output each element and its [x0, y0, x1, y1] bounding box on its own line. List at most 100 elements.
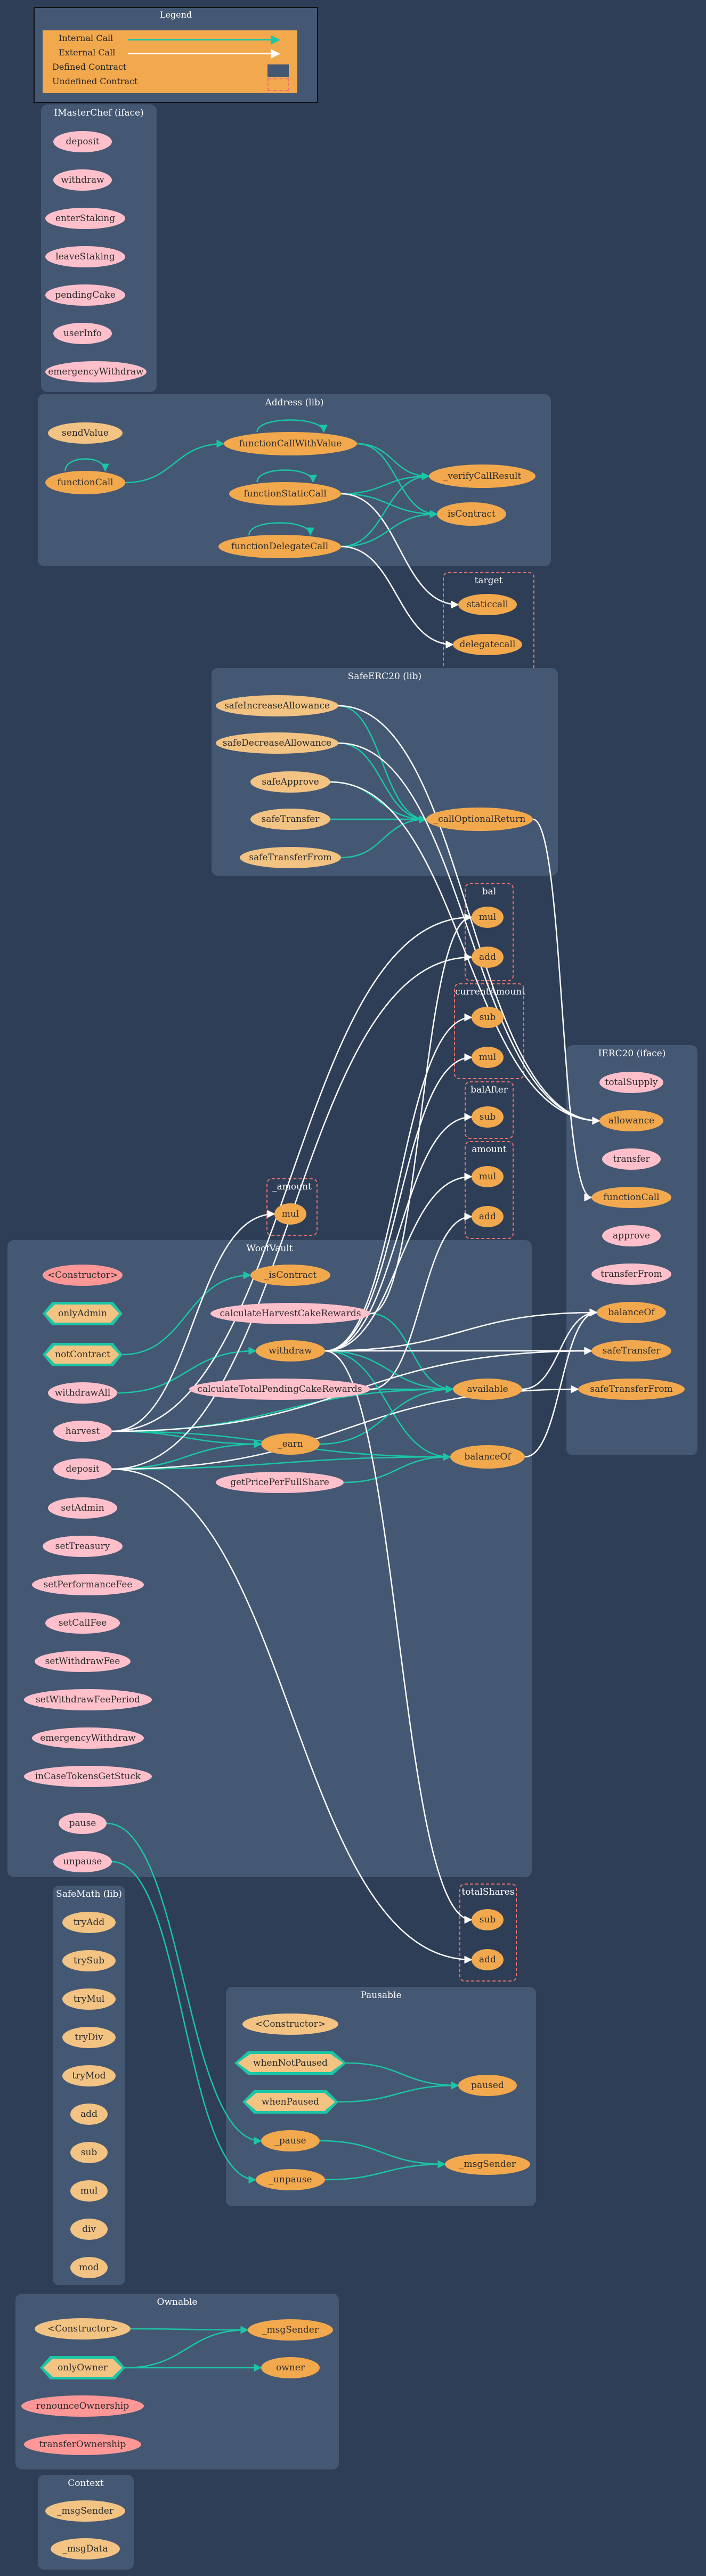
- node-wv-unpause[interactable]: unpause: [53, 1851, 112, 1872]
- node-addr-functionstaticcall[interactable]: functionStaticCall: [229, 482, 341, 506]
- node-ierc-transferfrom[interactable]: transferFrom: [591, 1263, 671, 1285]
- node-ba-sub[interactable]: sub: [472, 1106, 504, 1128]
- node-sm-trymul[interactable]: tryMul: [62, 1988, 116, 2010]
- node-wv-deposit[interactable]: deposit: [53, 1458, 112, 1480]
- node-wv-balanceof[interactable]: balanceOf: [450, 1445, 525, 1469]
- node-wv-withdrawall[interactable]: withdrawAll: [48, 1382, 117, 1404]
- node-ts-sub[interactable]: sub: [472, 1909, 504, 1930]
- node--amt-mul[interactable]: mul: [274, 1203, 306, 1225]
- node-ow-msgsender[interactable]: _msgSender: [248, 2319, 333, 2341]
- node-ow-owner[interactable]: owner: [261, 2357, 320, 2378]
- external-call-edge: [111, 1468, 473, 1964]
- node-serc-safetransferfrom[interactable]: safeTransferFrom: [240, 847, 341, 868]
- node-wv-setadmin[interactable]: setAdmin: [48, 1497, 117, 1519]
- internal-call-edge: [340, 815, 427, 859]
- node-ierc-safetransfer[interactable]: safeTransfer: [591, 1340, 671, 1362]
- node-pa-constructor[interactable]: <Constructor>: [242, 2013, 338, 2035]
- node-pa-paused[interactable]: paused: [458, 2075, 517, 2096]
- node-wv-getpriceperfullshare[interactable]: getPricePerFullShare: [216, 1472, 344, 1493]
- node-amt-add[interactable]: add: [472, 1206, 504, 1227]
- node-tgt-staticcall[interactable]: staticcall: [458, 594, 517, 615]
- node-addr-functioncall[interactable]: functionCall: [45, 471, 125, 494]
- node-ierc-allowance[interactable]: allowance: [599, 1110, 663, 1131]
- node-ow-onlyowner[interactable]: onlyOwner: [40, 2356, 125, 2379]
- node-serc-safedecreaseallowance[interactable]: safeDecreaseAllowance: [216, 732, 338, 754]
- internal-call-edge: [111, 1861, 257, 2184]
- node-sm-div[interactable]: div: [70, 2219, 108, 2240]
- node-ierc-safetransferfrom[interactable]: safeTransferFrom: [578, 1379, 685, 1400]
- node-wv-earn[interactable]: _earn: [261, 1433, 320, 1455]
- node-bal-mul[interactable]: mul: [472, 907, 504, 928]
- node-cx-msgdata[interactable]: _msgData: [51, 2538, 120, 2559]
- node-wv-withdraw[interactable]: withdraw: [256, 1340, 325, 1362]
- node-imc-leavestaking[interactable]: leaveStaking: [45, 246, 125, 267]
- node-addr-functioncallwithvalue[interactable]: functionCallWithValue: [224, 432, 357, 455]
- node-ow-constructor[interactable]: <Constructor>: [35, 2318, 131, 2339]
- modifier-label: notContract: [55, 1349, 110, 1360]
- internal-call-edge: [111, 1440, 262, 1470]
- node-wv-setwithdrawfee[interactable]: setWithdrawFee: [35, 1651, 131, 1672]
- node-ca-mul[interactable]: mul: [472, 1047, 504, 1068]
- node-amt-mul[interactable]: mul: [472, 1166, 504, 1187]
- external-call-edge: [324, 1113, 473, 1352]
- node-addr-functiondelegatecall[interactable]: functionDelegateCall: [218, 535, 341, 558]
- node-wv-settreasury[interactable]: setTreasury: [43, 1536, 123, 1557]
- node-addr-sendvalue[interactable]: sendValue: [48, 422, 123, 444]
- node-ierc-transfer[interactable]: transfer: [602, 1148, 661, 1170]
- node-addr-iscontract[interactable]: isContract: [437, 502, 506, 526]
- node-ierc-approve[interactable]: approve: [602, 1225, 661, 1246]
- node-sm-sub[interactable]: sub: [70, 2142, 108, 2163]
- node-serc-calloptionalreturn[interactable]: _callOptionalReturn: [426, 808, 533, 831]
- node-wv-setwithdrawfeeperiod[interactable]: setWithdrawFeePeriod: [24, 1689, 152, 1710]
- node-sm-mul[interactable]: mul: [70, 2180, 108, 2202]
- node-ca-sub[interactable]: sub: [472, 1007, 504, 1028]
- node-wv-onlyadmin[interactable]: onlyAdmin: [43, 1302, 123, 1325]
- node-imc-pendingcake[interactable]: pendingCake: [45, 284, 125, 306]
- node-bal-add[interactable]: add: [472, 947, 504, 968]
- node-ts-add[interactable]: add: [472, 1949, 504, 1970]
- node-wv-pause[interactable]: pause: [59, 1813, 107, 1834]
- node-ow-renounceownership[interactable]: renounceOwnership: [21, 2395, 144, 2417]
- node-addr-verifycallresult[interactable]: _verifyCallResult: [429, 464, 535, 488]
- node-serc-safetransfer[interactable]: safeTransfer: [250, 809, 330, 830]
- node-sm-add[interactable]: add: [70, 2104, 108, 2125]
- node-sm-trydiv[interactable]: tryDiv: [62, 2027, 116, 2048]
- node-wv-incasetokensgetstuck[interactable]: inCaseTokensGetStuck: [24, 1766, 152, 1787]
- node-sm-mod[interactable]: mod: [70, 2257, 108, 2278]
- node-pa-msgsender[interactable]: _msgSender: [445, 2154, 530, 2175]
- node-pa-pause[interactable]: _pause: [261, 2130, 320, 2151]
- node-imc-emergencywithdraw[interactable]: emergencyWithdraw: [45, 361, 147, 382]
- internal-call-edge: [340, 510, 438, 548]
- node-wv-notcontract[interactable]: notContract: [43, 1343, 123, 1366]
- node-imc-withdraw[interactable]: withdraw: [53, 169, 112, 191]
- node-wv-calculateharvestcakerewards[interactable]: calculateHarvestCakeRewards: [210, 1303, 370, 1324]
- node-ierc-functioncall[interactable]: functionCall: [591, 1187, 671, 1208]
- node-pa-whennotpaused[interactable]: whenNotPaused: [234, 2051, 346, 2075]
- node-wv-emergencywithdraw[interactable]: emergencyWithdraw: [32, 1727, 144, 1749]
- modifier-inner: onlyOwner: [43, 2359, 122, 2377]
- node-tgt-delegatecall[interactable]: delegatecall: [453, 634, 522, 655]
- node-ierc-totalsupply[interactable]: totalSupply: [599, 1072, 663, 1093]
- node-pa-whenpaused[interactable]: whenPaused: [242, 2090, 338, 2114]
- node-wv-setperformancefee[interactable]: setPerformanceFee: [32, 1574, 144, 1595]
- node-imc-enterstaking[interactable]: enterStaking: [45, 208, 125, 229]
- node-wv-available[interactable]: available: [453, 1379, 522, 1400]
- node-imc-deposit[interactable]: deposit: [53, 131, 112, 152]
- node-wv-harvest[interactable]: harvest: [53, 1421, 112, 1442]
- node-wv-setcallfee[interactable]: setCallFee: [45, 1612, 120, 1634]
- node-ow-transferownership[interactable]: transferOwnership: [24, 2434, 141, 2455]
- node-serc-safeapprove[interactable]: safeApprove: [250, 771, 330, 793]
- node-sm-tryadd[interactable]: tryAdd: [62, 1912, 116, 1933]
- legend-external-call-line: [128, 53, 272, 54]
- node-ierc-balanceof[interactable]: balanceOf: [597, 1302, 666, 1323]
- node-wv-constructor[interactable]: <Constructor>: [43, 1265, 123, 1286]
- node-sm-trymod[interactable]: tryMod: [62, 2065, 116, 2086]
- node-serc-safeincreaseallowance[interactable]: safeIncreaseAllowance: [216, 695, 338, 716]
- node-wv-iscontract[interactable]: _isContract: [250, 1265, 330, 1286]
- node-imc-userinfo[interactable]: userInfo: [53, 323, 112, 344]
- node-cx-msgsender[interactable]: _msgSender: [45, 2500, 125, 2522]
- node-pa-unpause[interactable]: _unpause: [256, 2169, 325, 2190]
- node-sm-trysub[interactable]: trySub: [62, 1950, 116, 1971]
- node-wv-calculatetotalpendingcakerewards[interactable]: calculateTotalPendingCakeRewards: [189, 1379, 370, 1400]
